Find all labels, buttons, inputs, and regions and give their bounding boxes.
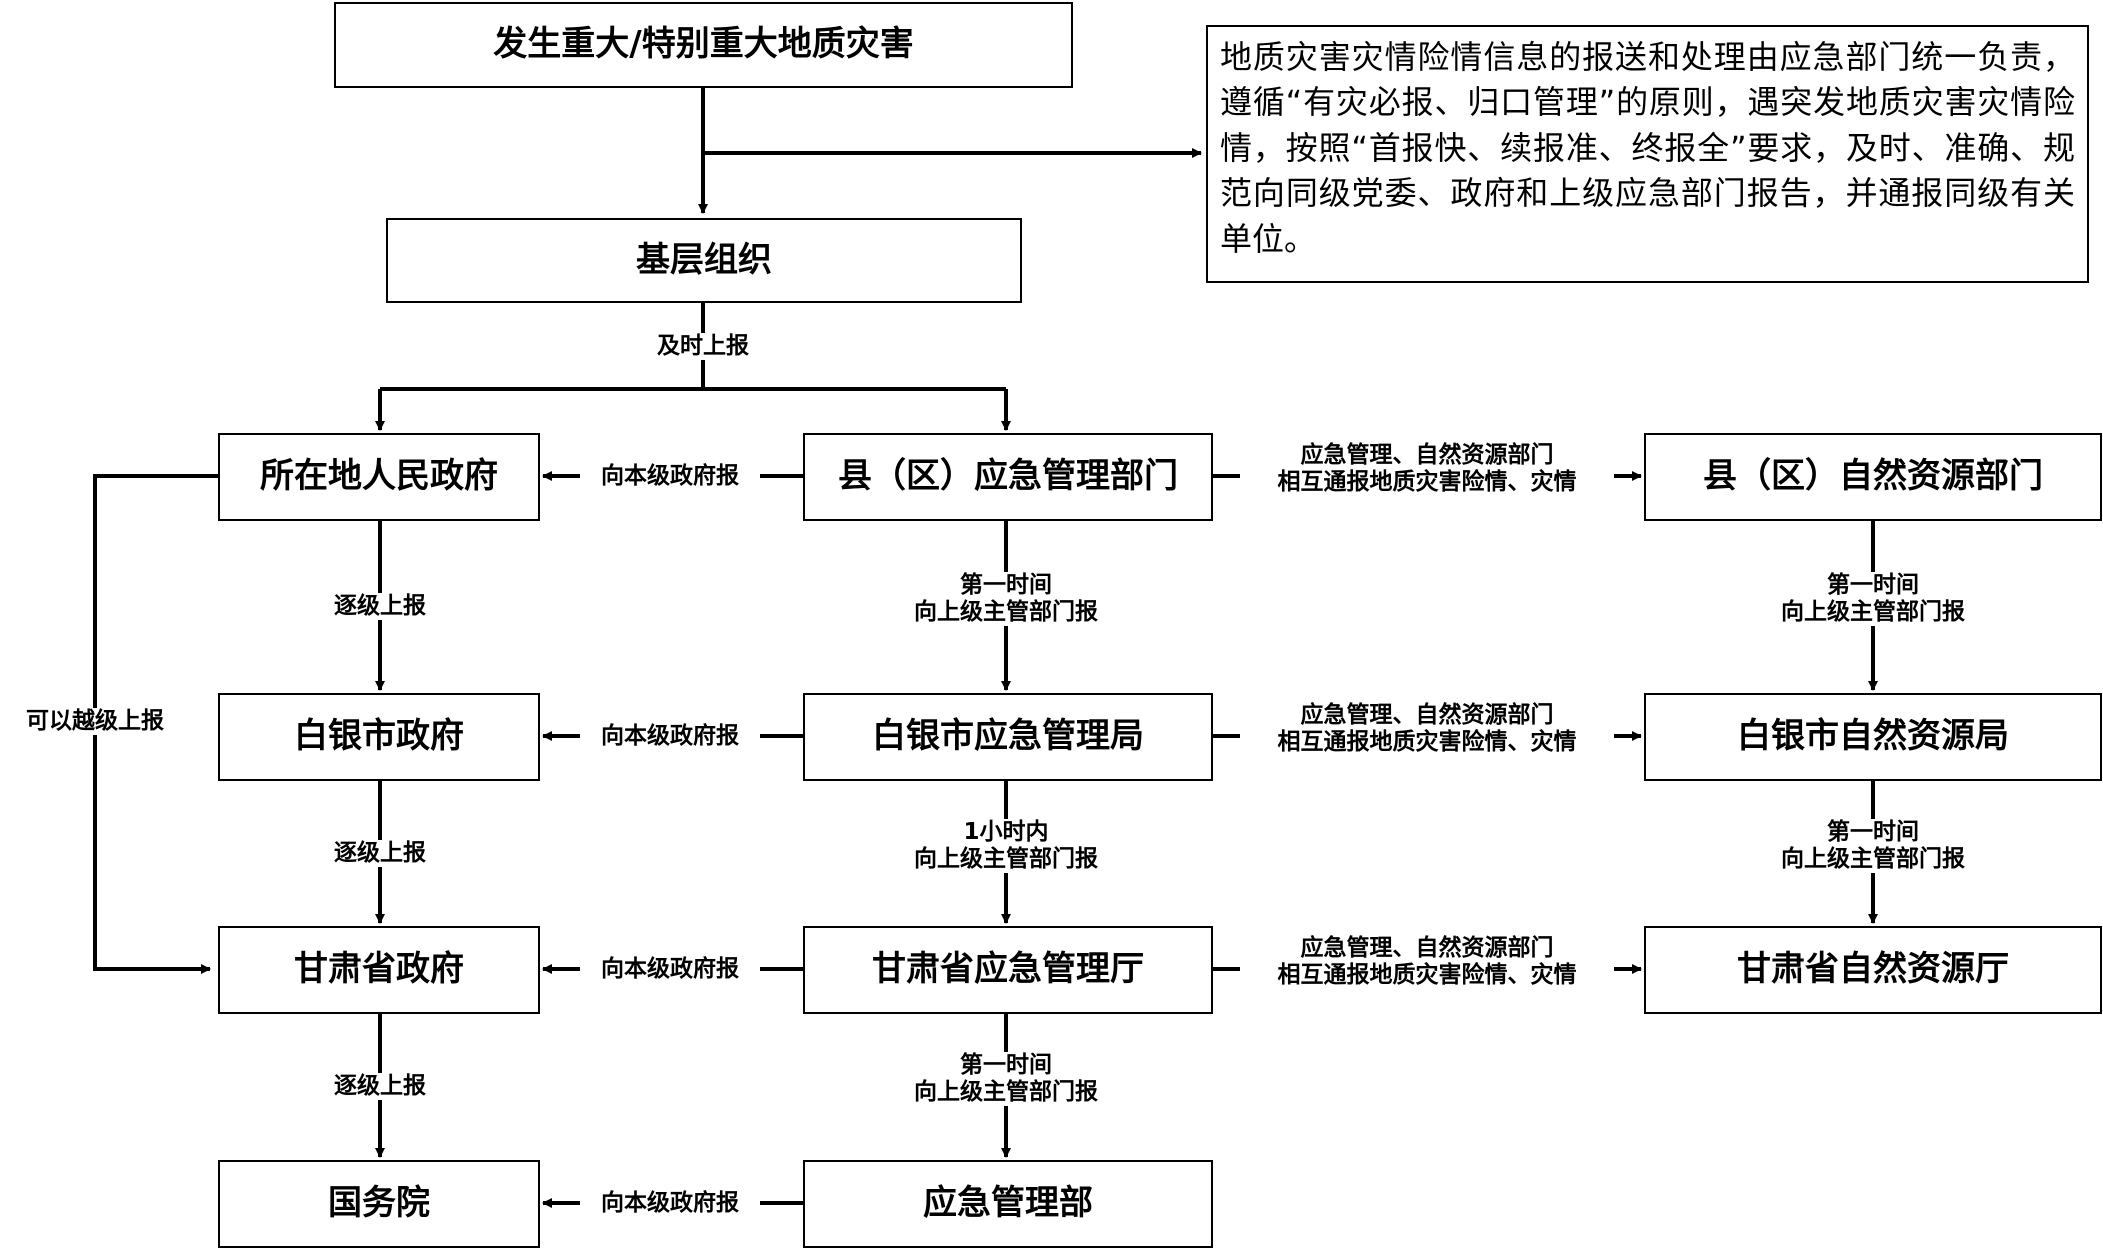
label-first-time: 第一时间 [1827, 819, 1919, 845]
label-first-time: 第一时间 [960, 1052, 1052, 1078]
label-mutual-notify-gansu: 应急管理、自然资源部门 相互通报地质灾害险情、灾情 [1240, 935, 1614, 990]
label-em-baiyin-to-gansu: 1小时内 向上级主管部门报 [890, 819, 1122, 874]
node-baiyin-gov: 白银市政府 [218, 693, 540, 781]
node-gansu-em: 甘肃省应急管理厅 [803, 926, 1213, 1014]
label-mutual-notify-line2: 相互通报地质灾害险情、灾情 [1277, 729, 1577, 756]
node-state-council: 国务院 [218, 1160, 540, 1248]
label-step-by-step-2: 逐级上报 [310, 840, 450, 868]
label-report-gov-mem: 向本级政府报 [580, 1190, 760, 1218]
label-report-superior: 向上级主管部门报 [914, 846, 1098, 873]
node-baiyin-nr: 白银市自然资源局 [1644, 693, 2102, 781]
label-report-gov-gansu: 向本级政府报 [580, 956, 760, 984]
label-first-time: 第一时间 [960, 572, 1052, 598]
label-within-1h: 1小时内 [963, 819, 1049, 845]
label-report-superior: 向上级主管部门报 [1781, 599, 1965, 626]
label-em-gansu-to-mem: 第一时间 向上级主管部门报 [890, 1052, 1122, 1107]
label-report-superior: 向上级主管部门报 [914, 1079, 1098, 1106]
label-nr-county-to-baiyin: 第一时间 向上级主管部门报 [1757, 572, 1989, 627]
node-county-nr: 县（区）自然资源部门 [1644, 433, 2102, 521]
label-report-superior: 向上级主管部门报 [1781, 846, 1965, 873]
label-em-county-to-baiyin: 第一时间 向上级主管部门报 [890, 572, 1122, 627]
label-mutual-notify-baiyin: 应急管理、自然资源部门 相互通报地质灾害险情、灾情 [1240, 702, 1614, 757]
node-gansu-nr: 甘肃省自然资源厅 [1644, 926, 2102, 1014]
label-mutual-notify-line2: 相互通报地质灾害险情、灾情 [1277, 469, 1577, 496]
label-report-gov-county: 向本级政府报 [580, 463, 760, 491]
node-mem: 应急管理部 [803, 1160, 1213, 1248]
label-report-superior: 向上级主管部门报 [914, 599, 1098, 626]
node-grassroots: 基层组织 [386, 218, 1022, 303]
label-report-gov-baiyin: 向本级政府报 [580, 723, 760, 751]
label-mutual-notify-county: 应急管理、自然资源部门 相互通报地质灾害险情、灾情 [1240, 442, 1614, 497]
label-mutual-notify-line2: 相互通报地质灾害险情、灾情 [1277, 962, 1577, 989]
label-step-by-step-3: 逐级上报 [310, 1073, 450, 1101]
label-mutual-notify-line1: 应急管理、自然资源部门 [1300, 935, 1554, 961]
label-skip-level: 可以越级上报 [10, 708, 180, 736]
label-nr-baiyin-to-gansu: 第一时间 向上级主管部门报 [1757, 819, 1989, 874]
label-first-time: 第一时间 [1827, 572, 1919, 598]
label-mutual-notify-line1: 应急管理、自然资源部门 [1300, 442, 1554, 468]
label-mutual-notify-line1: 应急管理、自然资源部门 [1300, 702, 1554, 728]
node-gansu-gov: 甘肃省政府 [218, 926, 540, 1014]
note-reporting-principle: 地质灾害灾情险情信息的报送和处理由应急部门统一负责，遵循“有灾必报、归口管理”的… [1206, 25, 2089, 283]
node-county-em: 县（区）应急管理部门 [803, 433, 1213, 521]
node-disaster: 发生重大/特别重大地质灾害 [334, 2, 1073, 88]
label-step-by-step-1: 逐级上报 [310, 593, 450, 621]
label-timely-report: 及时上报 [620, 333, 786, 361]
node-local-gov: 所在地人民政府 [218, 433, 540, 521]
node-baiyin-em: 白银市应急管理局 [803, 693, 1213, 781]
